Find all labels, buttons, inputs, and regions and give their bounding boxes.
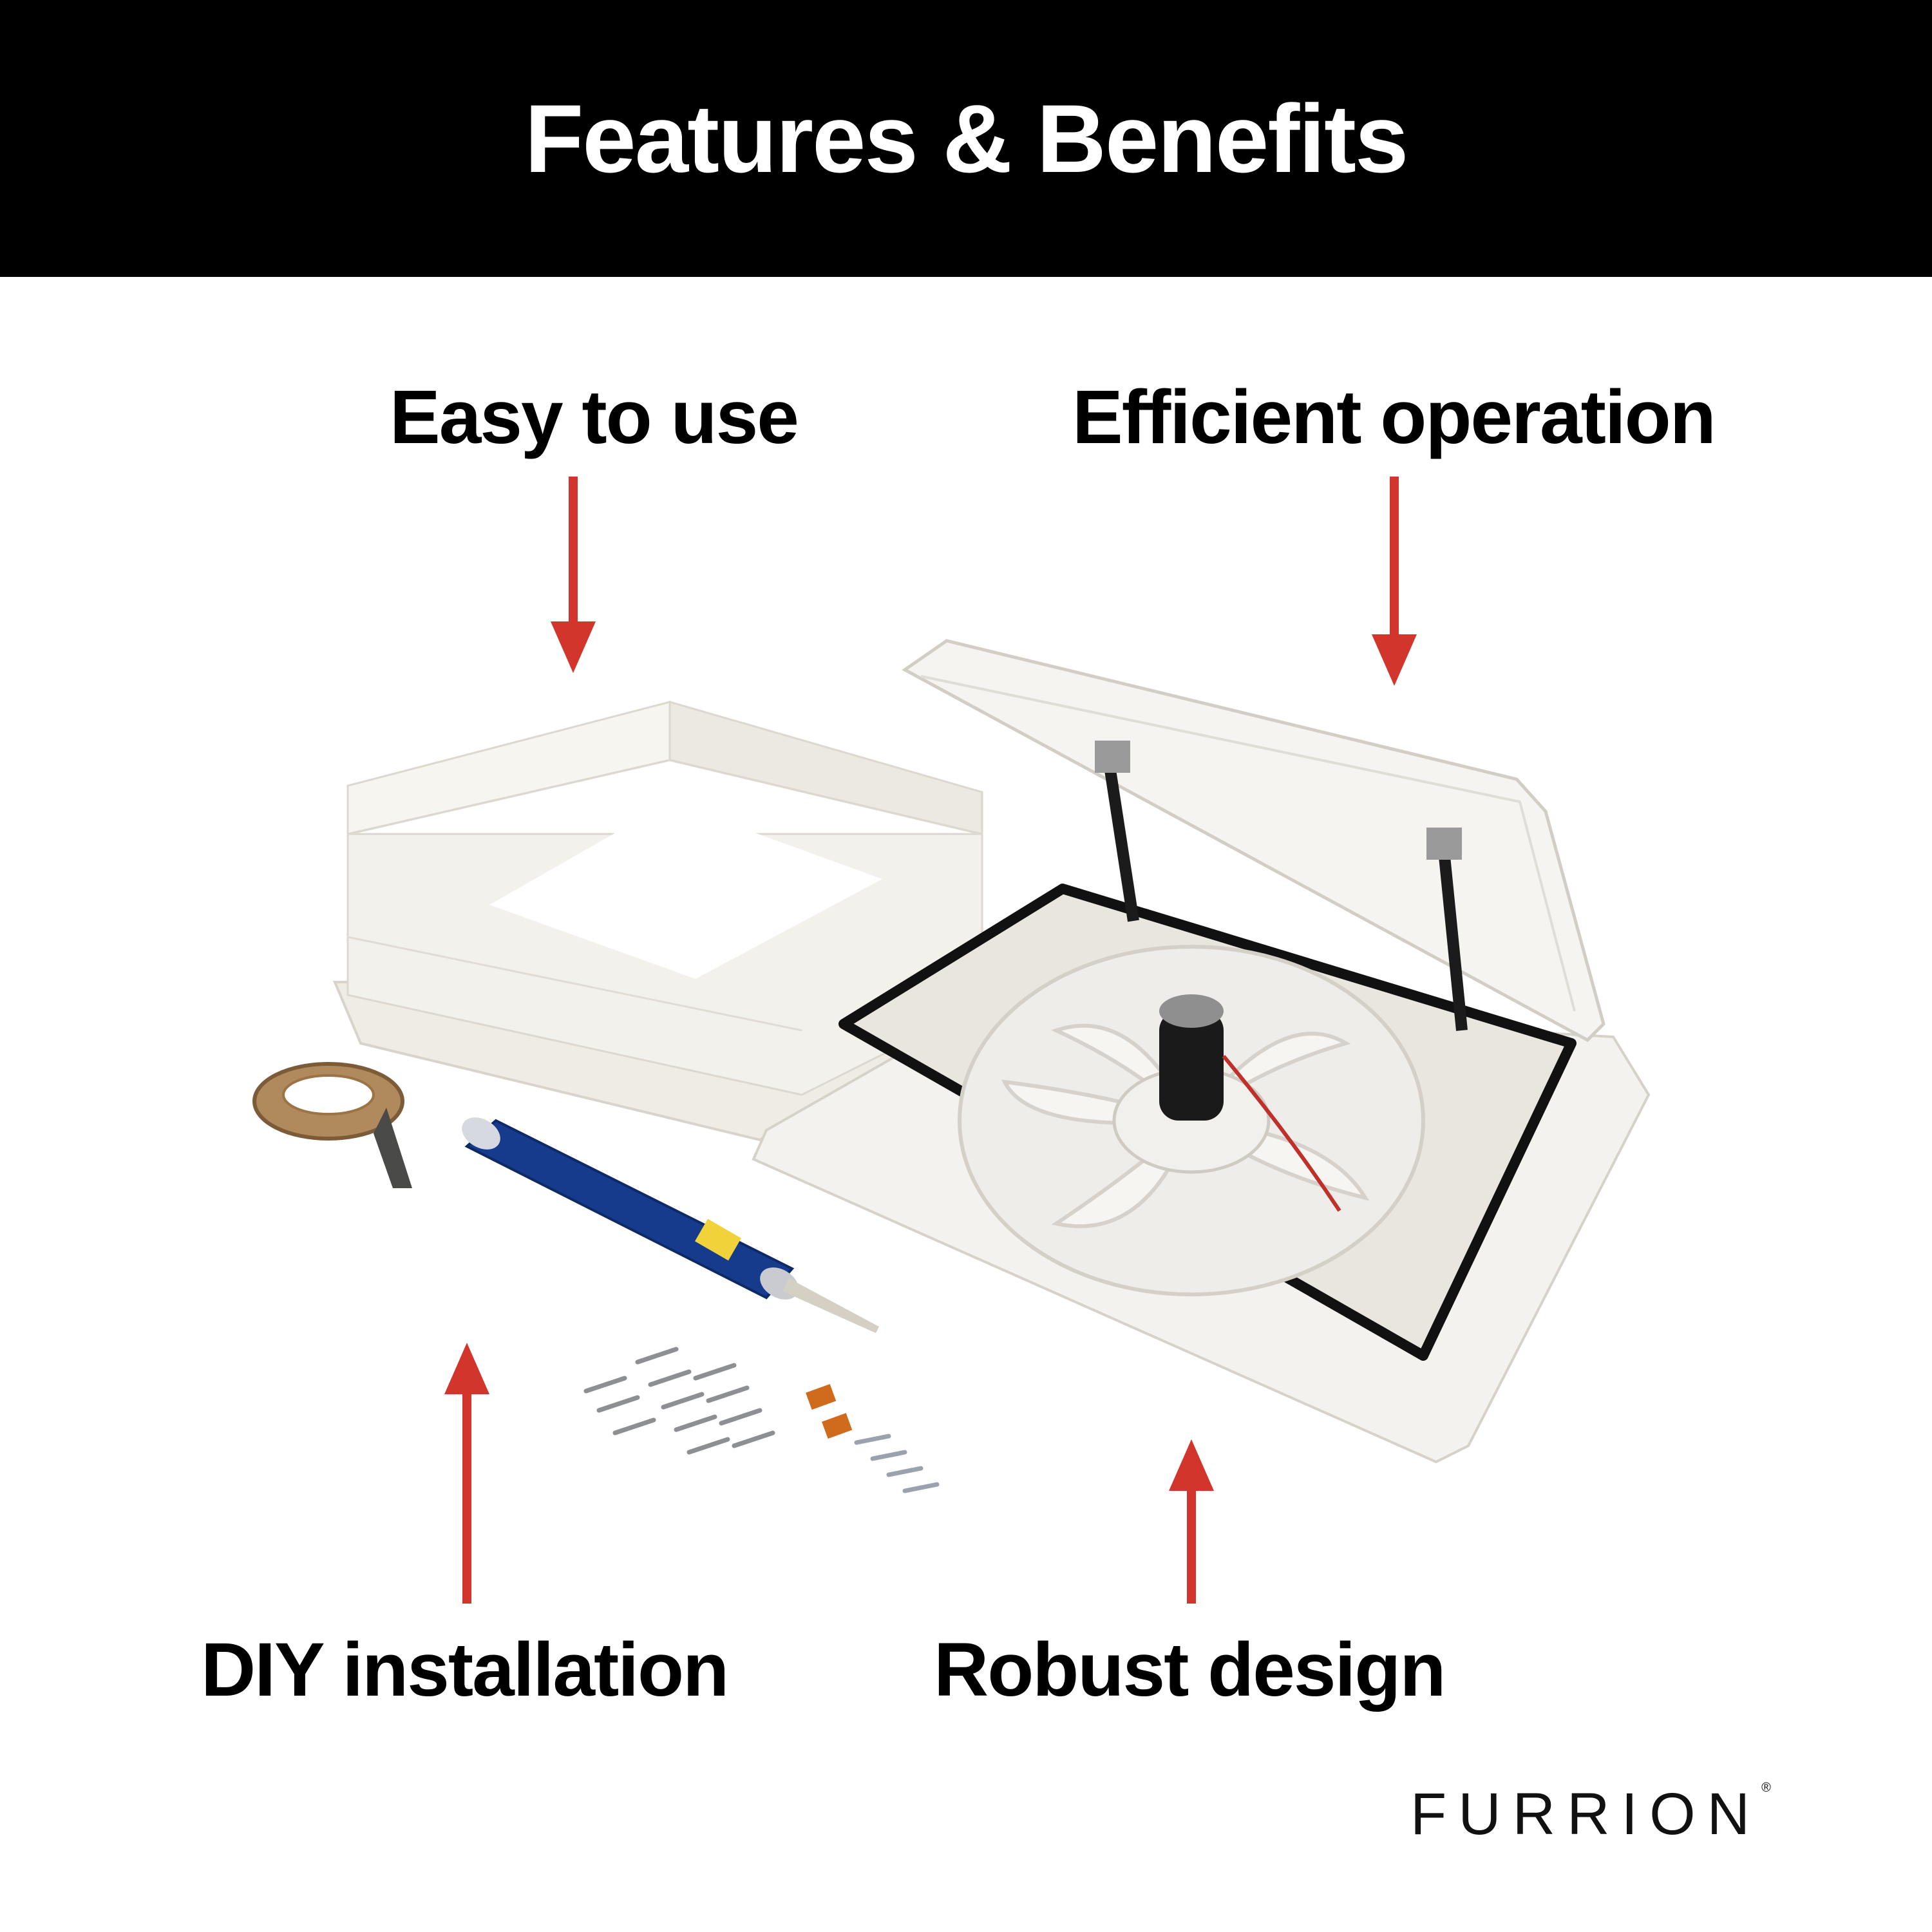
callout-efficient-operation: Efficient operation [1072,375,1716,460]
furrion-logo: FURRION® [1410,1781,1771,1848]
arrow-down-easy-to-use-icon [551,477,596,673]
mounting-screws-image [583,1347,775,1455]
callout-easy-to-use: Easy to use [390,375,799,460]
butyl-tape-image [252,1062,412,1188]
wire-connectors-image [806,1384,940,1493]
callout-robust-design: Robust design [934,1627,1446,1712]
brand-name: FURRION [1410,1781,1762,1847]
roof-vent-fan-image [752,884,1651,1464]
brand-registered-mark: ® [1761,1781,1771,1795]
vent-lid-image [902,639,1605,1043]
page-title: Features & Benefits [524,84,1409,193]
arrow-up-diy-installation-icon [444,1343,489,1604]
header-banner: Features & Benefits [0,0,1932,277]
arrow-up-robust-design-icon [1169,1439,1214,1604]
callout-diy-installation: DIY installation [201,1627,729,1712]
garnish-box-image [332,701,983,1142]
sealant-tube-image [462,1117,879,1333]
arrow-down-efficient-operation-icon [1372,477,1417,686]
